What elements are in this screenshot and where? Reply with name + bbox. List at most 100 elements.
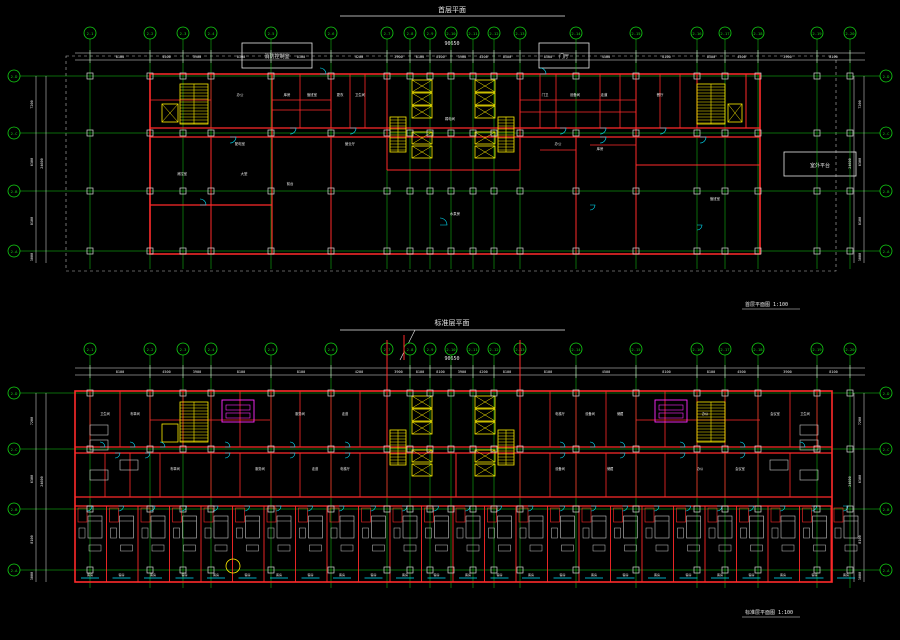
axis-bubble-y-left [7, 442, 21, 456]
bed [843, 515, 859, 539]
axis-label-x: 2-17 [720, 31, 729, 36]
elevator-shaft [411, 79, 433, 93]
structural-column [632, 566, 640, 574]
elevator-shaft [474, 449, 496, 463]
elevator-shaft [474, 79, 496, 93]
axis-bubble-x [487, 342, 501, 356]
bathroom-box [203, 507, 214, 523]
elevator-cross [474, 421, 496, 435]
room-label: 服务间 [255, 466, 265, 471]
room-label: 客房 [465, 572, 471, 577]
structural-column [267, 72, 275, 80]
room-label: 设备间 [570, 92, 581, 97]
door-swing [590, 505, 597, 512]
elevator-cross [474, 79, 496, 93]
axis-bubble-y-right [879, 184, 893, 198]
elevator-cross [411, 145, 433, 159]
door-swing [619, 452, 626, 459]
structural-column [516, 187, 524, 195]
bed [213, 515, 229, 539]
desk [340, 544, 354, 552]
dim-text-bay: 8100 [436, 370, 444, 374]
room-label: 电梯厅 [340, 466, 350, 471]
axis-label-x: 2-4 [208, 31, 216, 36]
door-swing [779, 505, 786, 512]
desk [498, 544, 511, 552]
axis-label-x: 2-11 [468, 31, 478, 36]
dim-text-overall-left: 24600 [40, 476, 44, 487]
axis-label-y-right: 2-B [883, 507, 891, 512]
structural-column [632, 505, 640, 513]
axis-bubble-x [403, 26, 417, 40]
elevator-shaft [474, 421, 496, 435]
structural-column [572, 505, 580, 513]
structural-column [490, 129, 498, 137]
axis-bubble-x [324, 342, 338, 356]
room-label: 客房 [748, 572, 754, 577]
door-swing [289, 452, 296, 459]
desk [844, 544, 858, 552]
door-swing [696, 224, 703, 231]
axis-label-y-left: 2-B [11, 189, 19, 194]
axis-bubble-x [690, 342, 704, 356]
dim-text-bay: 3900 [783, 370, 791, 374]
desk [309, 544, 322, 552]
dim-text-bay: 8100 [662, 55, 670, 59]
door-swing [589, 204, 596, 211]
door-swing [114, 452, 121, 459]
elevator-cross [411, 408, 433, 422]
dim-text-bay: 4200 [355, 370, 363, 374]
wardrobe [771, 527, 779, 539]
structural-column [447, 187, 455, 195]
dim-text-bay: 4200 [355, 55, 363, 59]
axis-label-x: 2-18 [753, 31, 763, 36]
wardrobe [645, 527, 653, 539]
bathroom-box [77, 507, 88, 523]
bed [87, 515, 103, 539]
axis-bubble-x [690, 26, 704, 40]
elevator-cross [474, 131, 496, 145]
axis-bubble-x [324, 26, 338, 40]
axis-bubble-x [143, 342, 157, 356]
structural-column [469, 247, 477, 255]
room-label: 客房 [118, 572, 124, 577]
structural-column [632, 389, 640, 397]
structural-column [490, 247, 498, 255]
dim-text-bay: 8100 [116, 370, 124, 374]
structural-column [721, 187, 729, 195]
door-swing [338, 505, 345, 512]
door-swing [212, 505, 219, 512]
room-label: 更衣 [337, 92, 344, 97]
axis-label-y-right: 2-A [883, 249, 891, 254]
structural-column [267, 505, 275, 513]
structural-column [207, 389, 215, 397]
door-swing [224, 452, 231, 459]
plan-bottom-scale-note: 标准层平面图 1:100 [745, 609, 793, 616]
wardrobe [141, 527, 149, 539]
elevator-cross [474, 408, 496, 422]
elevator-shaft [411, 408, 433, 422]
room-label: 会议室 [770, 411, 780, 416]
axis-label-x: 2-12 [489, 31, 498, 36]
structural-column [754, 566, 762, 574]
dim-text-vertical-left: 7200 [30, 100, 34, 108]
structural-column [846, 247, 854, 255]
door-swing [559, 441, 566, 448]
axis-label-x: 2-3 [180, 347, 187, 352]
dim-text-bay: 8100 [416, 55, 424, 59]
axis-label-x: 2-14 [571, 31, 581, 36]
structural-column [813, 389, 821, 397]
plan-top-total-dim: 90650 [444, 41, 459, 47]
room-label: 布草间 [170, 466, 180, 471]
axis-label-y-right: 2-B [883, 189, 891, 194]
desk [277, 544, 291, 552]
fixture-block [89, 424, 109, 436]
structural-column [406, 566, 414, 574]
structural-column [490, 566, 498, 574]
structural-column [754, 129, 762, 137]
structural-column [490, 505, 498, 513]
axis-label-x: 2-6 [328, 31, 336, 36]
door-swing [527, 505, 534, 512]
